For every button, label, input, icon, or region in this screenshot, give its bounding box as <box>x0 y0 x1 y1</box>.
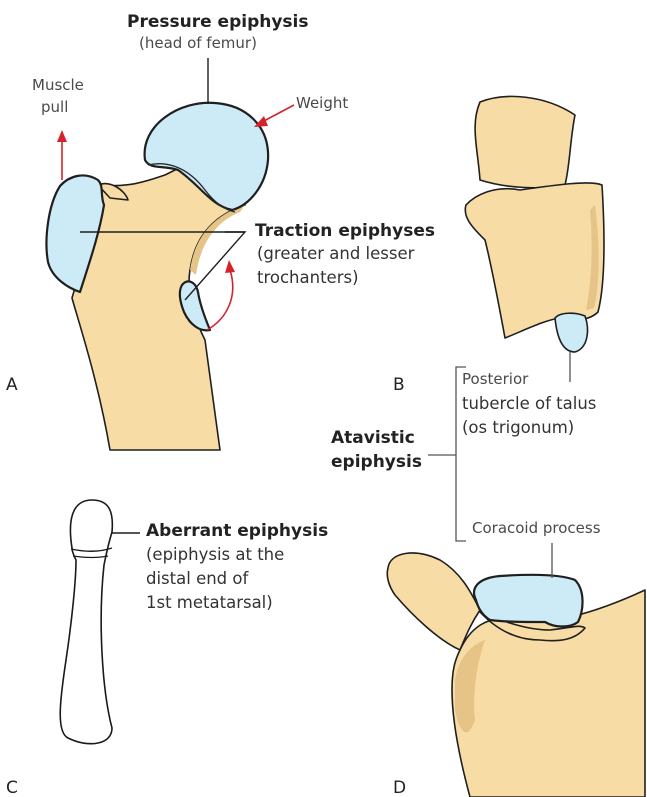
panel-c-letter: C <box>6 778 18 797</box>
pressure-epiphysis-title: Pressure epiphysis <box>127 12 309 32</box>
traction-epiphyses-sub-2: trochanters) <box>257 268 359 287</box>
panel-a-letter: A <box>6 375 18 395</box>
talus-upper-block <box>475 96 575 187</box>
posterior-label-1: Posterior <box>462 370 529 388</box>
coracoid-label: Coracoid process <box>472 519 601 537</box>
lesser-trochanter-arrowhead <box>225 260 235 273</box>
pressure-epiphysis-sub: (head of femur) <box>139 34 257 52</box>
aberrant-epiphysis-sub-1: (epiphysis at the <box>146 545 284 564</box>
traction-epiphyses-title: Traction epiphyses <box>255 221 435 241</box>
os-trigonum-epiphysis <box>555 313 588 352</box>
panel-a-femur: A <box>6 58 294 450</box>
traction-epiphyses-sub-1: (greater and lesser <box>257 244 415 263</box>
metatarsal-outline <box>60 500 112 744</box>
weight-label: Weight <box>296 94 348 112</box>
panel-b-talus: B <box>393 96 604 395</box>
posterior-label-2: tubercle of talus <box>462 394 596 413</box>
aberrant-epiphysis-title: Aberrant epiphysis <box>146 521 328 541</box>
muscle-pull-label-2: pull <box>41 98 68 116</box>
panel-d-letter: D <box>393 778 406 797</box>
muscle-pull-label-1: Muscle <box>32 76 84 94</box>
panel-c-metatarsal: C <box>6 500 140 797</box>
weight-arrow <box>262 105 294 122</box>
posterior-label-3: (os trigonum) <box>462 418 574 437</box>
lesser-trochanter-arrow <box>207 270 233 330</box>
aberrant-epiphysis-sub-2: distal end of <box>146 569 249 588</box>
panel-b-letter: B <box>393 375 405 395</box>
muscle-pull-arrowhead <box>57 130 67 142</box>
scapula-process-left <box>387 553 480 650</box>
aberrant-epiphysis-sub-3: 1st metatarsal) <box>146 593 273 612</box>
atavistic-label-1: Atavistic <box>331 428 415 448</box>
coracoid-epiphysis <box>474 575 582 627</box>
panel-d-scapula: D <box>387 543 645 797</box>
atavistic-label-2: epiphysis <box>331 452 422 472</box>
